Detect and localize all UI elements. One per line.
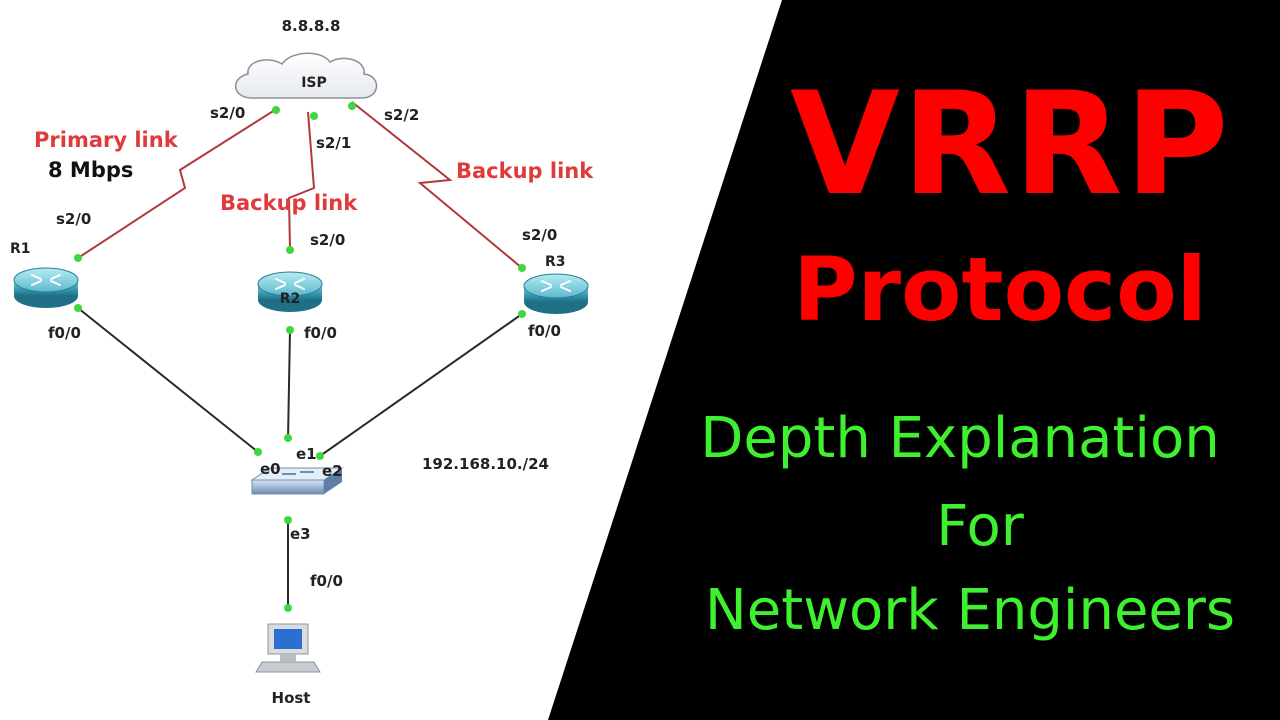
- port-dot: [284, 434, 292, 442]
- router-lan-port-label: f0/0: [304, 324, 337, 342]
- port-dot: [272, 106, 280, 114]
- port-dot: [284, 604, 292, 612]
- router-lan-port-label: f0/0: [528, 322, 561, 340]
- subnet-label: 192.168.10./24: [422, 455, 549, 473]
- port-dot: [284, 516, 292, 524]
- backup-link-r3-label: Backup link: [456, 159, 594, 183]
- router-name-label: R2: [280, 291, 301, 307]
- router-icon: [257, 271, 323, 312]
- switch-port-label: e3: [290, 525, 311, 543]
- port-dot: [316, 452, 324, 460]
- router-wan-port-label: s2/0: [522, 226, 557, 244]
- port-dots: [74, 102, 526, 612]
- router-wan-port-label: s2/0: [310, 231, 345, 249]
- wan-links: [77, 101, 523, 269]
- router-icon: [13, 267, 79, 308]
- host-name-label: Host: [272, 689, 311, 707]
- port-dot: [518, 310, 526, 318]
- isp-name-label: ISP: [301, 75, 327, 91]
- backup-link-r2-label: Backup link: [220, 191, 358, 215]
- backup-link-r2-line: [287, 111, 316, 251]
- router-icon: [523, 273, 589, 314]
- router-name-label: R3: [545, 254, 566, 270]
- diagram-labels: 8.8.8.8 ISP s2/0 s2/1 s2/2 Primary link …: [10, 17, 594, 707]
- primary-link-line: [77, 107, 279, 259]
- port-dot: [348, 102, 356, 110]
- router-lan-port-label: f0/0: [48, 324, 81, 342]
- isp-port-label: s2/1: [316, 134, 351, 152]
- isp-port-label: s2/0: [210, 104, 245, 122]
- r1-switch-line: [77, 307, 259, 453]
- port-dot: [74, 304, 82, 312]
- isp-port-label: s2/2: [384, 106, 419, 124]
- r2-switch-line: [287, 329, 291, 441]
- port-dot: [310, 112, 318, 120]
- isp-ip-label: 8.8.8.8: [282, 17, 341, 35]
- switch-port-label: e2: [322, 462, 343, 480]
- black-panel: [548, 0, 1280, 720]
- backup-link-r3-line: [351, 101, 523, 269]
- primary-link-label: Primary link: [34, 128, 179, 152]
- r3-switch-line: [319, 313, 523, 457]
- port-dot: [254, 448, 262, 456]
- router-name-label: R1: [10, 241, 31, 257]
- switch-port-label: e1: [296, 445, 317, 463]
- port-dot: [286, 326, 294, 334]
- cloud-icon: [235, 52, 378, 99]
- port-dot: [286, 246, 294, 254]
- switch-icon: [250, 467, 344, 495]
- port-dot: [74, 254, 82, 262]
- port-dot: [518, 264, 526, 272]
- host-computer-icon: [255, 623, 321, 673]
- router-wan-port-label: s2/0: [56, 210, 91, 228]
- switch-port-label: e0: [260, 460, 281, 478]
- host-port-label: f0/0: [310, 572, 343, 590]
- primary-speed-label: 8 Mbps: [48, 158, 133, 182]
- lan-links: [77, 307, 523, 610]
